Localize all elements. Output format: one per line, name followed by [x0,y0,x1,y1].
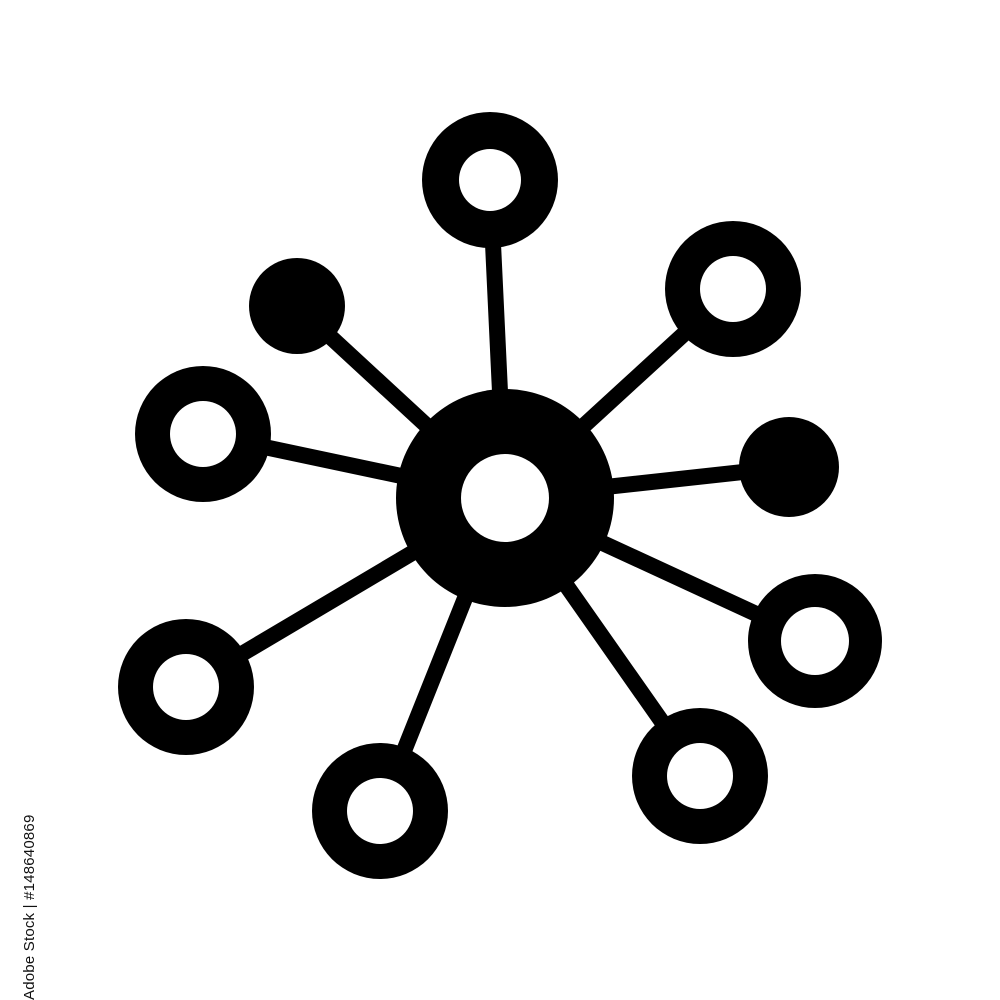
node-top [422,112,558,248]
node-top-left [249,258,345,354]
central-hub-node [396,389,614,607]
stock-id-caption: Adobe Stock | #148640869 [21,814,38,1000]
node-bottom-right [632,708,768,844]
node-lower-right [748,574,882,708]
node-top-right [665,221,801,357]
node-lower-left [118,619,254,755]
satellite-nodes [118,112,882,879]
node-bottom [312,743,448,879]
node-right [739,417,839,517]
node-left [135,366,271,502]
